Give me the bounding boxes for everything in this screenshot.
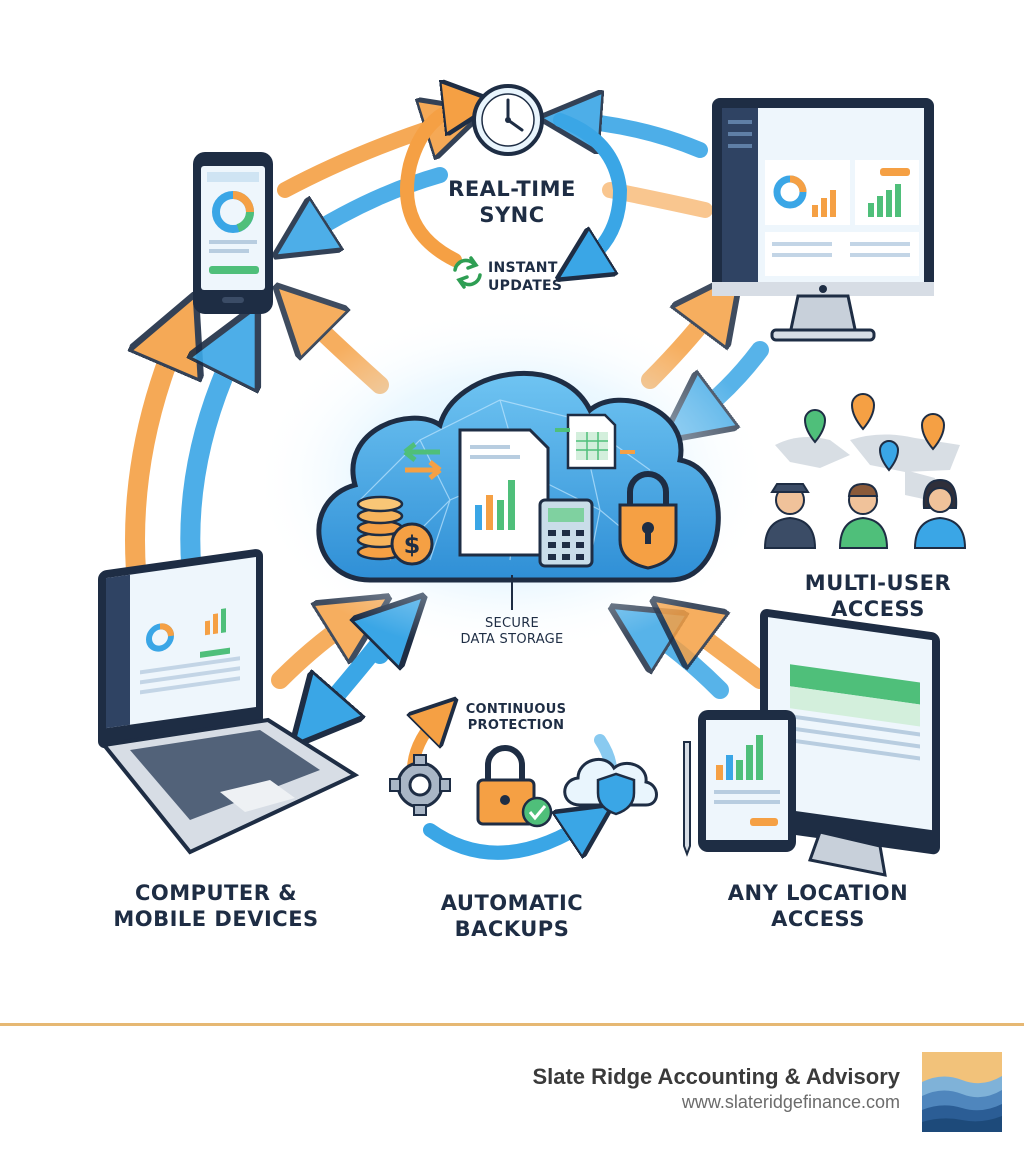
cloud-accounting-diagram: $	[98, 0, 967, 877]
automatic-backups-label: AUTOMATIC BACKUPS	[440, 891, 584, 942]
computer-mobile-label: COMPUTER & MOBILE DEVICES	[113, 881, 319, 932]
company-url[interactable]: www.slateridgefinance.com	[681, 1092, 900, 1112]
padlock-icon	[618, 471, 678, 570]
company-logo	[922, 1052, 1002, 1132]
refresh-icon	[453, 256, 482, 289]
location-pin-icons	[803, 393, 946, 472]
dollar-icon: $	[390, 522, 434, 566]
calculator-icon	[538, 498, 594, 568]
arrows-exchange-icon	[403, 442, 442, 480]
secure-storage-label: SECURE DATA STORAGE	[460, 616, 564, 648]
desktop-computer	[712, 98, 934, 342]
desktop-monitor	[760, 609, 940, 877]
company-name: Slate Ridge Accounting & Advisory	[532, 1064, 900, 1089]
footer: Slate Ridge Accounting & Advisory www.sl…	[0, 1026, 1024, 1154]
laptop-device	[98, 549, 360, 855]
svg-text:$: $	[404, 531, 421, 559]
real-time-sync-label: REAL-TIME SYNC	[448, 177, 576, 228]
any-location-label: ANY LOCATION ACCESS	[727, 881, 909, 932]
clock-icon	[472, 84, 544, 156]
gear-icon	[389, 754, 451, 816]
smartphone-device	[193, 152, 273, 314]
lock-check-icon	[476, 745, 553, 828]
multi-user-access-label: MULTI-USER ACCESS	[804, 571, 952, 622]
spreadsheet-icon	[555, 413, 635, 470]
continuous-protection-label: CONTINUOUS PROTECTION	[465, 702, 567, 734]
user-group-icon	[763, 478, 967, 549]
document-chart-icon	[458, 428, 550, 557]
instant-updates-label: INSTANT UPDATES	[488, 260, 563, 294]
tablet-device	[683, 710, 796, 857]
cloud-shield-icon	[563, 757, 658, 816]
footer-divider	[0, 1023, 1024, 1026]
